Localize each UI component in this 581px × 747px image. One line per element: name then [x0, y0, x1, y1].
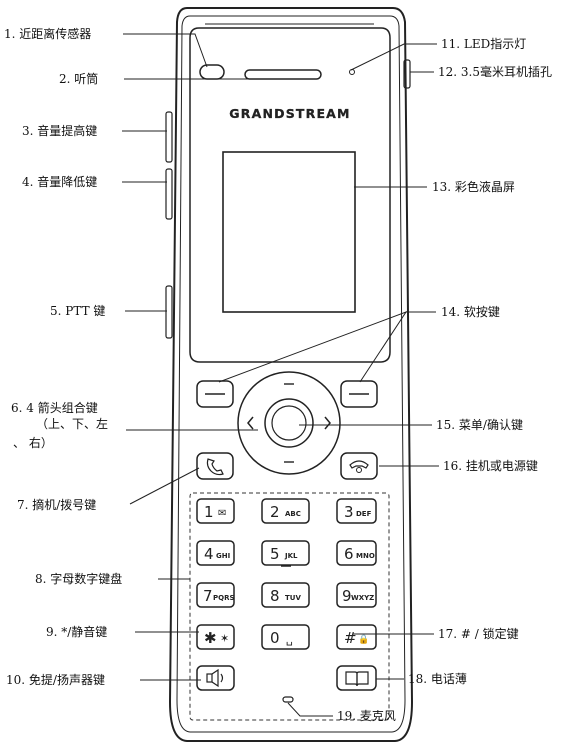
key-2-sub: ABC	[285, 510, 301, 518]
label-speaker-key: 10. 免提/扬声器键	[6, 673, 105, 687]
key-3-digit: 3	[344, 503, 354, 521]
label-volume-down: 4. 音量降低键	[22, 175, 98, 189]
label-led: 11. LED指示灯	[441, 37, 527, 51]
key-1[interactable]	[196, 498, 235, 524]
key-3-sub: DEF	[356, 510, 372, 518]
label-proximity-sensor: 1. 近距离传感器	[4, 27, 92, 41]
soft-key-left[interactable]	[196, 380, 234, 408]
brand-logo: GRANDSTREAM	[229, 106, 350, 121]
label-phonebook: 18. 电话薄	[408, 672, 467, 686]
key-9-sub: WXYZ	[351, 594, 374, 602]
proximity-sensor	[199, 64, 225, 80]
key-9-digit: 9	[342, 587, 352, 605]
key-hash-digit: #	[344, 629, 357, 647]
key-0-sub: ␣	[286, 633, 293, 646]
key-hash[interactable]	[336, 624, 377, 650]
key-4-digit: 4	[204, 545, 214, 563]
label-menu-ok: 15. 菜单/确认键	[436, 418, 523, 432]
soft-key-right[interactable]	[340, 380, 378, 408]
label-ptt-key: 5. PTT 键	[50, 304, 106, 318]
label-headset-jack: 12. 3.5毫米耳机插孔	[438, 65, 552, 79]
key-4[interactable]	[196, 540, 235, 566]
key-7-digit: 7	[203, 587, 213, 605]
key-0[interactable]	[261, 624, 310, 650]
key-0-digit: 0	[270, 629, 280, 647]
label-keypad: 8. 字母数字键盘	[35, 572, 123, 586]
lcd-screen	[222, 151, 356, 313]
label-volume-up: 3. 音量提高键	[22, 124, 98, 138]
label-nav-keys: 6. 4 箭头组合键	[11, 401, 98, 415]
key-2[interactable]	[261, 498, 310, 524]
key-8-sub: TUV	[285, 594, 301, 602]
handset-icon	[206, 458, 224, 476]
label-soft-keys: 14. 软按键	[441, 305, 500, 319]
label-hash-lock: 17. # / 锁定键	[438, 627, 519, 641]
key-5-sub: JKL	[284, 552, 298, 560]
key-7[interactable]	[196, 582, 235, 608]
phonebook-key[interactable]	[336, 665, 377, 691]
key-5[interactable]	[261, 540, 310, 566]
leader-lines	[122, 33, 439, 717]
keypad	[196, 498, 377, 691]
key-4-sub: GHI	[216, 552, 230, 560]
led-indicator	[349, 69, 355, 75]
label-earpiece: 2. 听筒	[59, 72, 99, 86]
key-7-sub: PQRS	[213, 594, 235, 602]
label-nav-keys-detail-2: 、 右）	[13, 436, 53, 450]
nav-right-icon[interactable]	[324, 416, 331, 430]
speaker-key[interactable]	[196, 665, 235, 691]
power-handset-icon	[349, 460, 369, 469]
phone-body	[165, 7, 414, 742]
label-offhook-key: 7. 摘机/拨号键	[17, 498, 97, 512]
offhook-key[interactable]	[196, 452, 234, 480]
key-6-digit: 6	[344, 545, 354, 563]
book-icon	[345, 671, 369, 687]
label-microphone: 19. 麦克风	[337, 709, 396, 723]
key-3[interactable]	[336, 498, 377, 524]
label-onhook-power: 16. 挂机或电源键	[443, 459, 538, 473]
key-2-digit: 2	[270, 503, 280, 521]
key-6[interactable]	[336, 540, 377, 566]
earpiece	[244, 69, 322, 80]
key-star[interactable]	[196, 624, 235, 650]
key-star-digit: ✱	[204, 629, 217, 647]
key-8[interactable]	[261, 582, 310, 608]
speaker-icon	[206, 668, 224, 688]
label-lcd: 13. 彩色液晶屏	[432, 180, 515, 194]
microphone	[282, 696, 294, 703]
key-1-sub: ✉	[218, 508, 226, 519]
key-9[interactable]	[336, 582, 377, 608]
key-1-digit: 1	[204, 503, 214, 521]
nav-left-icon[interactable]	[247, 416, 254, 430]
keypad-outline	[189, 492, 390, 721]
label-star-mute-key: 9. */静音键	[46, 625, 108, 639]
key-star-sub: ✶	[220, 632, 229, 645]
key-8-digit: 8	[270, 587, 280, 605]
key-hash-sub: 🔒	[358, 634, 369, 645]
key-6-sub: MNO	[356, 552, 375, 560]
key-5-digit: 5	[270, 545, 280, 563]
label-nav-keys-detail-1: （上、下、左	[36, 417, 109, 431]
onhook-power-key[interactable]	[340, 452, 378, 480]
nav-cluster[interactable]	[237, 371, 341, 475]
